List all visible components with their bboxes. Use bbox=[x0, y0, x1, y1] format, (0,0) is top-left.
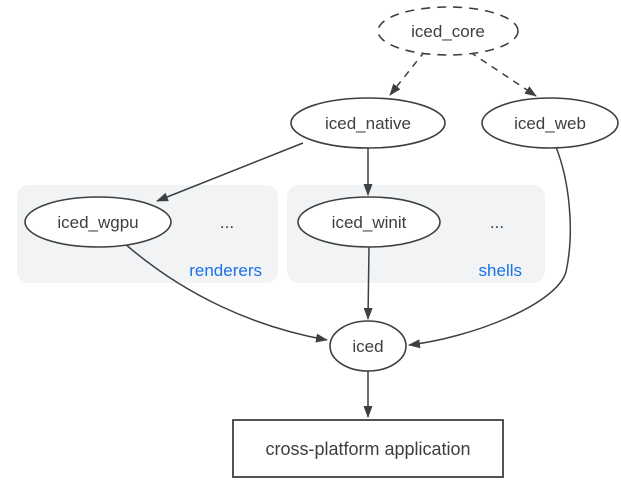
edge-iced-winit-to-iced bbox=[363, 246, 373, 320]
application-rect bbox=[232, 419, 504, 478]
iced-wgpu-ellipse bbox=[24, 196, 172, 248]
iced-label: iced bbox=[352, 337, 383, 356]
renderers-ellipsis: ... bbox=[220, 213, 234, 232]
iced-native-label: iced_native bbox=[325, 114, 411, 133]
iced-core-label: iced_core bbox=[411, 22, 485, 41]
iced-winit-ellipse bbox=[297, 196, 441, 248]
edge-iced-core-to-iced-web bbox=[469, 51, 537, 97]
node-iced-native: iced_native bbox=[290, 97, 446, 149]
iced-web-ellipse bbox=[481, 97, 619, 149]
node-iced-winit: iced_winit bbox=[297, 196, 441, 248]
node-iced-wgpu: iced_wgpu bbox=[24, 196, 172, 248]
renderers-group-label: renderers bbox=[189, 261, 262, 280]
iced-winit-label: iced_winit bbox=[332, 213, 407, 232]
shells-ellipsis: ... bbox=[490, 213, 504, 232]
shells-group-label: shells bbox=[479, 261, 522, 280]
node-application: cross-platform application bbox=[232, 419, 504, 478]
iced-wgpu-label: iced_wgpu bbox=[57, 213, 138, 232]
application-label: cross-platform application bbox=[265, 439, 470, 459]
edge-iced-wgpu-to-iced bbox=[123, 242, 328, 343]
node-iced: iced bbox=[329, 320, 407, 372]
iced-native-ellipse bbox=[290, 97, 446, 149]
iced-ellipse bbox=[329, 320, 407, 372]
node-iced-core: iced_core bbox=[377, 6, 519, 56]
edge-iced-web-to-iced bbox=[408, 146, 572, 349]
iced-core-ellipse bbox=[377, 6, 519, 56]
edge-iced-native-to-iced-wgpu bbox=[156, 142, 304, 202]
edge-iced-core-to-iced-native bbox=[389, 50, 426, 96]
iced-web-label: iced_web bbox=[514, 114, 586, 133]
node-iced-web: iced_web bbox=[481, 97, 619, 149]
